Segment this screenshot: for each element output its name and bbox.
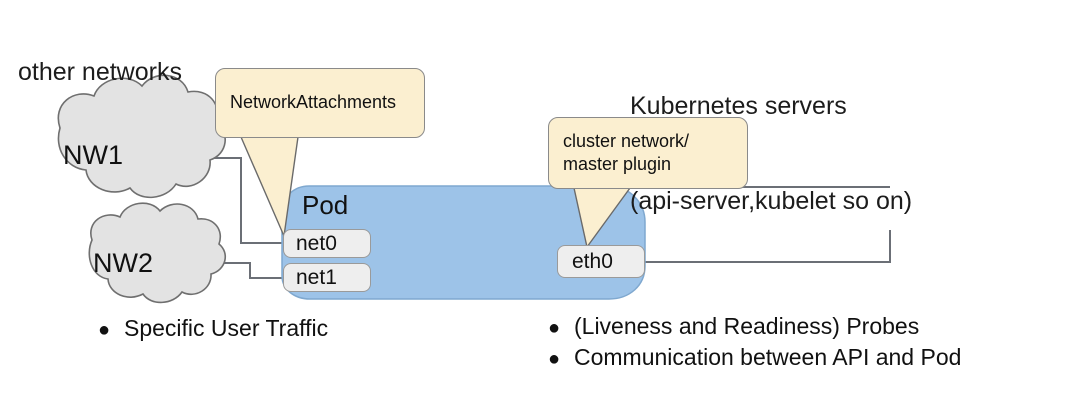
bullet-item: ● Specific User Traffic [98, 315, 328, 342]
connector-nw2-to-net1 [213, 262, 285, 279]
connector-nw1-to-net0 [208, 157, 285, 244]
cloud-nw2 [88, 202, 227, 304]
pod-box-shape [281, 185, 646, 300]
callout-network-attachments: NetworkAttachments [215, 68, 425, 138]
cloud-nw2-shape [88, 202, 227, 304]
bullet-list-left: ● Specific User Traffic [98, 315, 328, 346]
kubernetes-servers-line1: Kubernetes servers [630, 92, 847, 120]
callout-cluster-network-master-plugin: cluster network/ master plugin [548, 117, 748, 189]
bullet-dot-icon: ● [98, 319, 111, 341]
bullet-item: ● Communication between API and Pod [548, 344, 961, 371]
bullet-list-right: ● (Liveness and Readiness) Probes ● Comm… [548, 313, 961, 375]
cloud-label-nw2: NW2 [93, 248, 153, 278]
interface-chip-eth0[interactable]: eth0 [557, 245, 645, 278]
cloud-nw1 [57, 74, 226, 199]
bullet-label: Communication between API and Pod [574, 344, 962, 370]
cloud-label-nw1: NW1 [63, 140, 123, 170]
kubernetes-servers-line2: (api-server,kubelet so on) [630, 186, 913, 215]
connector-eth0-to-servers [645, 230, 891, 263]
bullet-dot-icon: ● [548, 317, 561, 339]
other-networks-label: other networks [18, 58, 182, 86]
cloud-nw1-shape [57, 74, 226, 199]
kubernetes-servers-label: Kubernetes servers (api-server,kubelet s… [630, 28, 912, 280]
interface-chip-net0[interactable]: net0 [283, 229, 371, 258]
bullet-item: ● (Liveness and Readiness) Probes [548, 313, 961, 340]
pod-label: Pod [302, 190, 349, 220]
bullet-dot-icon: ● [548, 348, 561, 370]
pod-box [281, 185, 646, 300]
bullet-label: (Liveness and Readiness) Probes [574, 313, 920, 339]
interface-chip-net1[interactable]: net1 [283, 263, 371, 292]
bullet-label: Specific User Traffic [124, 315, 329, 341]
